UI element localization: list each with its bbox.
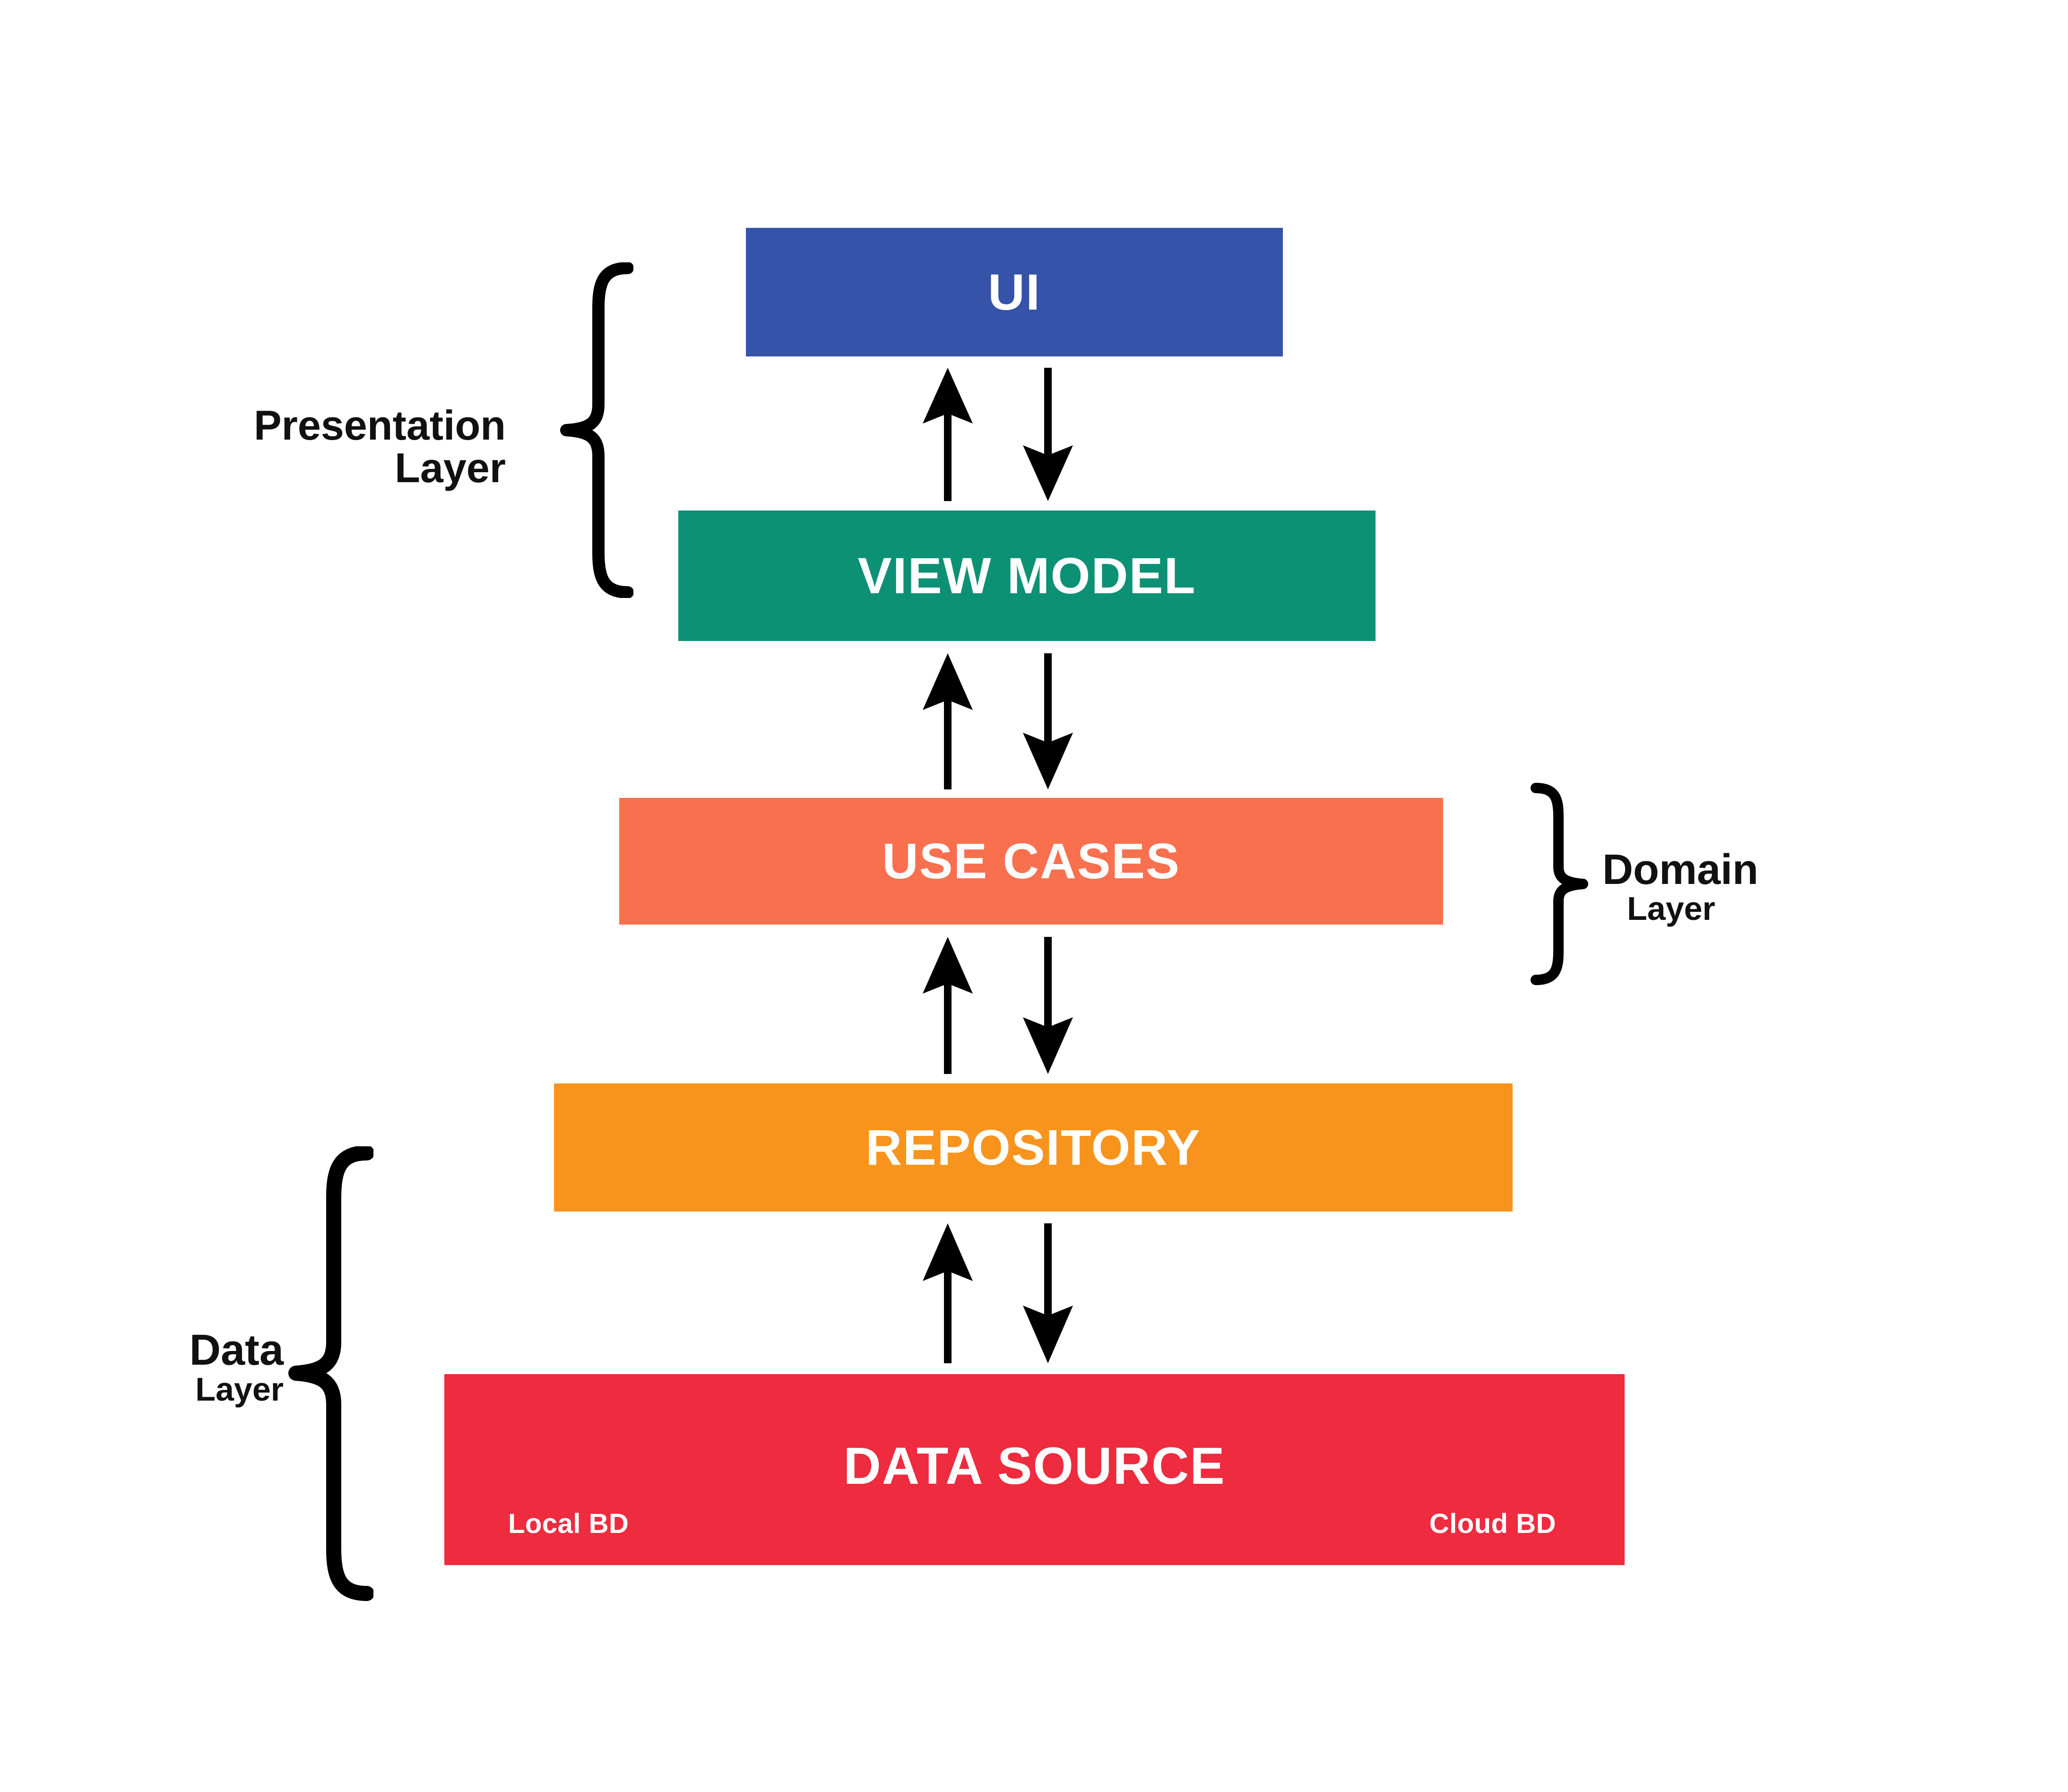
layer-box-repository[interactable]: REPOSITORY bbox=[554, 1083, 1513, 1212]
label-data-line2: Layer bbox=[195, 1370, 284, 1408]
brace-presentation-layer bbox=[558, 262, 633, 598]
arrow-down-viewmodel-from-ui bbox=[1017, 368, 1079, 501]
layer-box-view-model[interactable]: VIEW MODEL bbox=[678, 511, 1376, 641]
label-data-layer: Data Layer bbox=[80, 1328, 284, 1406]
arrow-up-viewmodel-from-usecases bbox=[917, 653, 978, 789]
label-domain-line2: Layer bbox=[1627, 890, 1715, 927]
layer-box-ui-label: UI bbox=[988, 263, 1041, 320]
label-domain-line1: Domain bbox=[1602, 846, 1759, 893]
brace-data-layer bbox=[288, 1146, 373, 1607]
label-data-line1: Data bbox=[189, 1326, 284, 1374]
label-domain-layer: Domain Layer bbox=[1602, 848, 1905, 926]
arrow-down-usecases-from-viewmodel bbox=[1017, 653, 1079, 789]
layer-box-view-model-label: VIEW MODEL bbox=[857, 547, 1196, 604]
layer-box-use-cases-label: USE CASES bbox=[882, 833, 1180, 889]
arrow-up-ui-from-viewmodel bbox=[917, 368, 978, 501]
label-presentation-line1: Presentation bbox=[253, 402, 506, 449]
layer-box-data-source[interactable]: DATA SOURCE Local BD Cloud BD bbox=[444, 1374, 1625, 1565]
data-source-local-bd-label: Local BD bbox=[508, 1508, 629, 1539]
arrow-up-repository-from-datasource bbox=[917, 1223, 978, 1363]
layer-box-data-source-label: DATA SOURCE bbox=[843, 1437, 1226, 1495]
arrow-down-datasource-from-repository bbox=[1017, 1223, 1079, 1363]
label-presentation-layer: Presentation Layer bbox=[156, 404, 506, 489]
layer-box-repository-label: REPOSITORY bbox=[865, 1119, 1201, 1176]
arrow-up-usecases-from-repository bbox=[917, 937, 978, 1074]
label-presentation-line2: Layer bbox=[395, 444, 506, 491]
data-source-cloud-bd-label: Cloud BD bbox=[1429, 1508, 1556, 1539]
brace-domain-layer bbox=[1529, 782, 1591, 986]
layer-box-ui[interactable]: UI bbox=[746, 228, 1283, 356]
arrow-down-repository-from-usecases bbox=[1017, 937, 1079, 1074]
layer-box-use-cases[interactable]: USE CASES bbox=[619, 798, 1443, 925]
